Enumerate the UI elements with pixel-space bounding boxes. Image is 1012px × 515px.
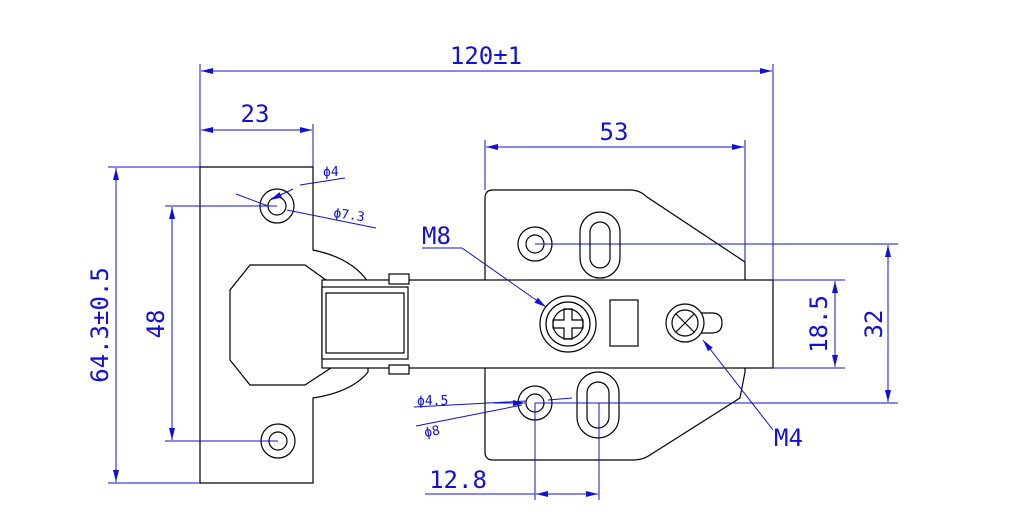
slot-bottom-outer bbox=[576, 371, 620, 439]
dim-hole-spacing-32: 32 bbox=[860, 310, 888, 339]
m8-screw-mid bbox=[545, 301, 591, 347]
dim-arm-plate-width: 53 bbox=[600, 118, 629, 146]
dim-cup-plate-width: 23 bbox=[241, 100, 270, 128]
dim-cup-hole-spacing: 48 bbox=[142, 310, 170, 339]
m4-screw-tab bbox=[696, 312, 723, 334]
m8-screw-cross bbox=[552, 308, 584, 340]
dim-arm-height: 18.5 bbox=[805, 295, 833, 353]
hinge-knuckle bbox=[321, 286, 409, 360]
knuckle-pin-bottom bbox=[388, 364, 410, 375]
callout-dia-4: ϕ4 bbox=[323, 165, 339, 180]
slot-top-inner bbox=[589, 221, 611, 269]
mounting-plate bbox=[484, 189, 746, 461]
callout-dia-4-5: ϕ4.5 bbox=[417, 394, 448, 409]
dimensions: 120±1 23 53 64.3±0.5 48 32 18.5 bbox=[86, 42, 898, 500]
dim-overall-length: 120±1 bbox=[450, 42, 522, 70]
hinge-part bbox=[199, 166, 774, 484]
dim-cup-height: 64.3±0.5 bbox=[86, 267, 114, 383]
callout-dia-7-3: ϕ7.3 bbox=[332, 206, 365, 225]
slot-top-outer bbox=[579, 211, 621, 279]
knuckle-inner bbox=[325, 292, 405, 354]
callout-m4: M4 bbox=[774, 424, 803, 452]
m4-screw-inner bbox=[671, 309, 699, 337]
knuckle-pin-top bbox=[388, 273, 410, 285]
callout-m8: M8 bbox=[422, 222, 451, 250]
slot-bottom-inner bbox=[586, 381, 610, 429]
arm-window bbox=[609, 299, 639, 347]
hinge-cup bbox=[229, 264, 341, 386]
callout-dia-8: ϕ8 bbox=[423, 423, 441, 440]
m4-screw-x bbox=[675, 313, 695, 333]
m8-screw-outer bbox=[539, 295, 597, 353]
dim-slot-offset: 12.8 bbox=[429, 466, 487, 494]
